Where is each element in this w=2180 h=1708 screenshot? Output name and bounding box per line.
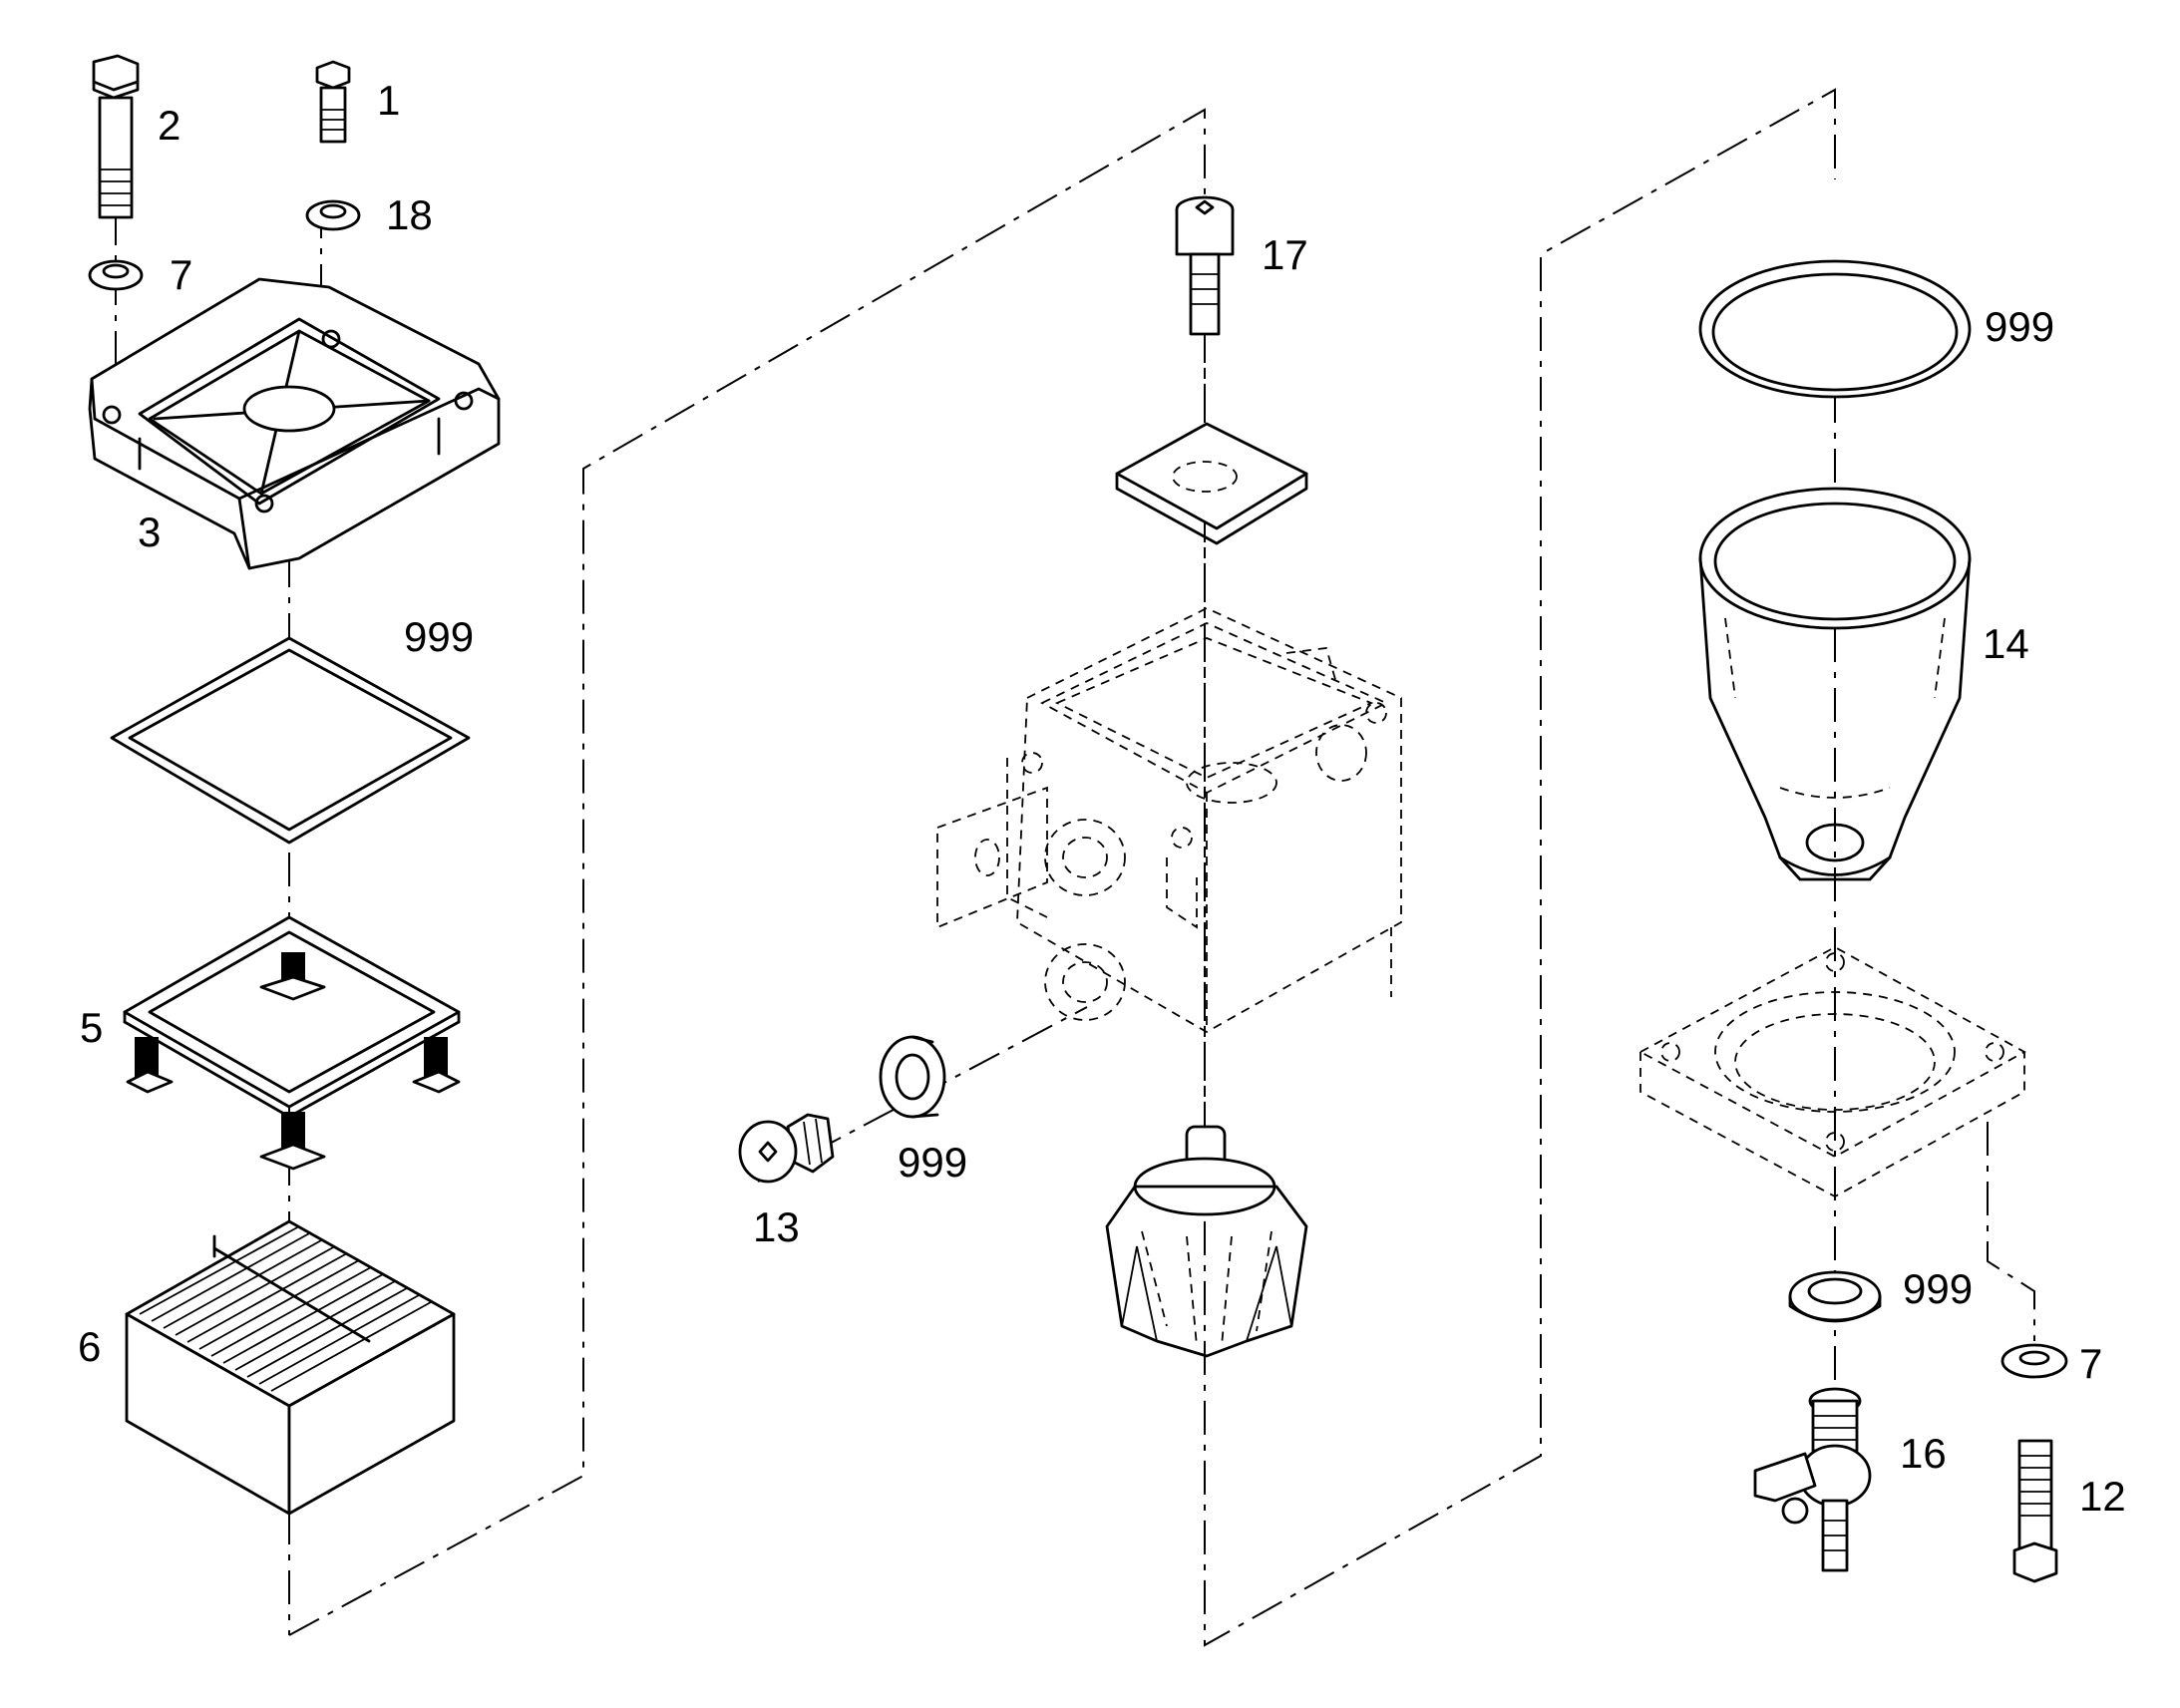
part-999-drain-washer — [1788, 1270, 1882, 1323]
part-7-washer-right — [2000, 1343, 2068, 1379]
callout-labels: 1 2 18 7 3 999 5 6 17 999 13 999 14 999 … — [78, 77, 2126, 1520]
part-999-square-gasket — [110, 636, 471, 845]
label-part-16: 16 — [1900, 1430, 1947, 1477]
label-part-13: 13 — [753, 1203, 800, 1250]
label-part-17: 17 — [1262, 231, 1308, 278]
label-part-999-drain: 999 — [1903, 1265, 1973, 1312]
part-999-o-ring — [1698, 259, 1972, 399]
part-18-washer — [305, 199, 361, 231]
part-3-filter-head-cover — [88, 277, 501, 570]
label-part-18: 18 — [386, 191, 433, 238]
part-999-port-seal — [879, 1035, 946, 1119]
filter-housing-body — [936, 607, 1402, 1034]
part-2-hex-bolt — [92, 54, 140, 219]
part-12-hex-bolt — [2012, 1439, 2058, 1583]
deflector-rotor — [1105, 1125, 1308, 1358]
part-16-drain-valve — [1753, 1387, 1872, 1572]
label-part-999-port: 999 — [898, 1139, 967, 1186]
part-7-washer-left — [88, 259, 144, 291]
part-14-bowl — [1698, 487, 1972, 881]
label-part-999-gasket: 999 — [404, 613, 474, 660]
label-part-5: 5 — [80, 1004, 103, 1051]
part-17-socket-screw — [1175, 195, 1235, 336]
part-13-plug — [738, 1113, 835, 1184]
label-part-12: 12 — [2079, 1473, 2126, 1520]
part-1-hex-bolt — [315, 60, 351, 144]
label-part-6: 6 — [78, 1323, 101, 1370]
bowl-flange — [1638, 945, 2026, 1198]
label-part-999-oring: 999 — [1985, 303, 2054, 350]
part-6-filter-element — [125, 1219, 456, 1516]
part-5-spring-plate — [123, 915, 461, 1171]
label-part-1: 1 — [377, 77, 400, 124]
label-part-7-right: 7 — [2079, 1340, 2102, 1387]
part-999-square-seal — [1115, 422, 1308, 545]
label-part-7-left: 7 — [170, 251, 192, 298]
label-part-14: 14 — [1983, 620, 2029, 667]
label-part-3: 3 — [138, 509, 161, 555]
label-part-2: 2 — [158, 102, 181, 149]
pleat-lines — [139, 1225, 432, 1392]
